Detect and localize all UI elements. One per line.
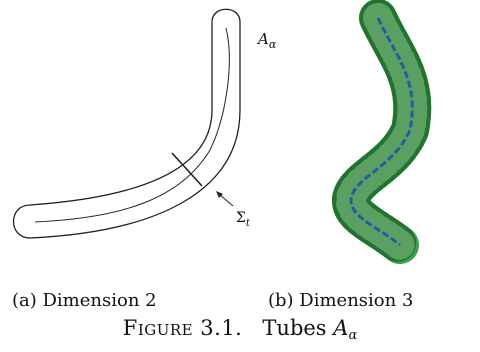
tube-2d [13,8,241,239]
figure-3-1: Aα Σt [13,0,432,264]
sigma-t-cross-section [171,152,203,187]
caption-symbol: A [333,316,349,340]
caption-symbol-sub: α [348,328,358,343]
tube-label-a-alpha: Aα [256,30,277,51]
tube-3d-core-curve [349,17,414,247]
subcaption-b: (b) Dimension 3 [268,290,414,311]
sigma-t-arrow-head [216,191,223,198]
figure-caption: Figure 3.1. Tubes Aα [0,316,480,343]
caption-text: Tubes [262,316,327,340]
caption-number: Figure 3.1. [122,316,243,340]
tube-2d-outline [13,8,241,239]
tube-3d [332,0,432,264]
sigma-t-arrow-line [218,193,234,207]
subcaption-a: (a) Dimension 2 [12,290,157,311]
tube-2d-core-curve [34,27,230,223]
sigma-t-label: Σt [236,210,251,229]
